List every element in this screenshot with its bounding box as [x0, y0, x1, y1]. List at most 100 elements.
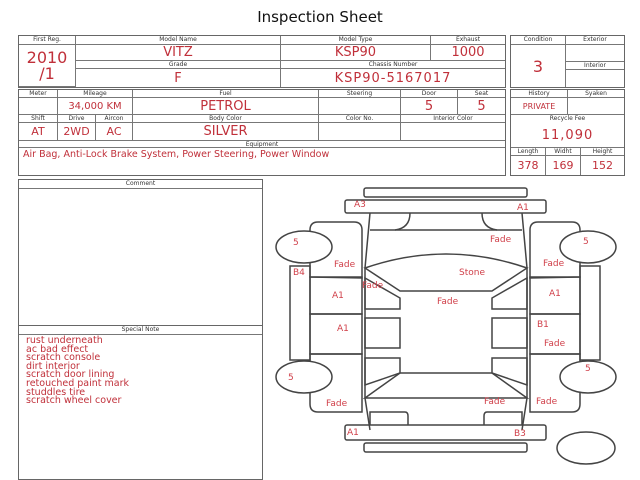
fuel-label: Fuel — [133, 90, 319, 98]
left-side-skirt — [289, 265, 311, 361]
meter-label: Meter — [19, 90, 58, 98]
comment-label: Comment — [19, 180, 262, 189]
mark: A3 — [354, 200, 366, 210]
front-bumper-bar — [363, 187, 528, 198]
left-rear-door — [309, 313, 363, 355]
special-note-box: Special Note rust underneath ac bad effe… — [18, 325, 263, 480]
mark: Fade — [437, 297, 459, 307]
front-bumper — [344, 199, 547, 214]
car-damage-diagram: A3 A1 5 Fade Fade 5 Fade B4 Stone Fade A… — [275, 187, 617, 465]
mark: Fade — [362, 281, 384, 291]
interior-color-label: Interior Color — [401, 115, 505, 123]
note-item: ac bad effect — [26, 343, 89, 355]
windshield — [363, 253, 529, 292]
mark: 5 — [288, 373, 294, 383]
mark: A1 — [337, 324, 349, 334]
mark: Fade — [326, 399, 348, 409]
headlights — [394, 212, 498, 231]
body-sides — [364, 268, 528, 398]
history-value: PRIVATE — [511, 98, 568, 115]
first-reg-value: 2010 /1 — [19, 45, 76, 87]
right-front-fender — [529, 221, 581, 279]
tail-lights — [369, 411, 523, 425]
mark: 5 — [293, 238, 299, 248]
door-label: Door — [401, 90, 458, 98]
model-name-value: VITZ — [76, 45, 281, 61]
rear-bumper-bar — [363, 442, 528, 453]
length-label: Length — [511, 148, 546, 156]
recycle-fee-label: Recycle Fee — [549, 115, 586, 122]
left-rear-wheel — [275, 360, 333, 394]
history-label: History — [511, 90, 568, 98]
note-item: studdles tire — [26, 386, 86, 398]
exhaust-value: 1000 — [431, 45, 505, 61]
door-value: 5 — [401, 98, 458, 115]
fuel-value: PETROL — [133, 98, 319, 115]
spare-wheel — [556, 431, 616, 465]
body-color-label: Body Color — [133, 115, 319, 123]
right-rear-fender — [529, 353, 581, 413]
comment-box: Comment — [18, 179, 263, 326]
length-value: 378 — [511, 156, 546, 175]
mark: Fade — [543, 259, 565, 269]
exhaust-label: Exhaust — [431, 36, 505, 45]
note-item: scratch console — [26, 352, 101, 364]
mark: Stone — [459, 268, 485, 278]
mark: Fade — [536, 397, 558, 407]
note-item: scratch door lining — [26, 369, 115, 381]
first-reg-label: First Reg. — [19, 36, 76, 45]
interior-label: Interior — [566, 62, 624, 70]
height-value: 152 — [592, 159, 613, 172]
left-front-fender — [309, 221, 363, 279]
aircon-label: Aircon — [96, 115, 133, 123]
exterior-value — [566, 45, 624, 62]
right-front-wheel — [559, 230, 617, 264]
chassis-label: Chassis Number — [281, 61, 505, 69]
mark: A1 — [517, 203, 529, 213]
rear-bumper — [344, 424, 547, 441]
right-rear-wheel — [559, 360, 617, 394]
left-rear-fender — [309, 353, 363, 413]
damage-marks: A3 A1 5 Fade Fade 5 Fade B4 Stone Fade A… — [288, 200, 591, 439]
mark: Fade — [484, 397, 506, 407]
drive-label: Drive — [58, 115, 96, 123]
vehicle-info-table: First Reg. 2010 /1 Model Name VITZ Model… — [18, 35, 506, 88]
note-item: dirt interior — [26, 360, 80, 372]
spec-table: Meter Mileage 34,000 KM Fuel PETROL Stee… — [18, 89, 506, 176]
note-item: retouched paint mark — [26, 377, 129, 389]
left-windows — [364, 276, 401, 387]
mark: B4 — [293, 268, 305, 278]
shift-label: Shift — [19, 115, 58, 123]
grade-label: Grade — [76, 61, 281, 69]
recycle-fee-value: 11,090 — [511, 123, 624, 148]
mark: A1 — [549, 289, 561, 299]
history-box: History PRIVATE Syaken Recycle Fee 11,09… — [510, 89, 625, 176]
right-side-skirt — [579, 265, 601, 361]
equipment-label: Equipment — [19, 141, 505, 148]
syaken-label: Syaken — [568, 90, 624, 98]
drive-value: 2WD — [58, 123, 96, 141]
special-note-list: rust underneath ac bad effect scratch co… — [26, 335, 129, 406]
meter-value — [19, 98, 58, 115]
right-windows — [491, 276, 528, 387]
syaken-value — [568, 98, 624, 115]
condition-label: Condition — [511, 36, 566, 45]
mileage-label: Mileage — [58, 90, 133, 98]
mark: A1 — [347, 428, 359, 438]
chassis-value: KSP90-5167017 — [334, 70, 452, 86]
model-name-label: Model Name — [76, 36, 281, 45]
mark: B1 — [537, 320, 549, 330]
condition-box: Condition 3 Exterior Interior — [510, 35, 625, 88]
mark: 5 — [585, 364, 591, 374]
aircon-value: AC — [96, 123, 133, 141]
color-no-label: Color No. — [319, 115, 401, 123]
mark: Fade — [334, 260, 356, 270]
width-value: 169 — [546, 156, 581, 175]
model-type-value: KSP90 — [281, 45, 431, 61]
special-note-label: Special Note — [19, 326, 262, 335]
note-item: rust underneath — [26, 335, 103, 346]
mark: Fade — [544, 339, 566, 349]
mileage-value: 34,000 KM — [58, 98, 133, 115]
equipment-value: Air Bag, Anti-Lock Brake System, Power S… — [23, 149, 330, 160]
mark: 5 — [583, 237, 589, 247]
